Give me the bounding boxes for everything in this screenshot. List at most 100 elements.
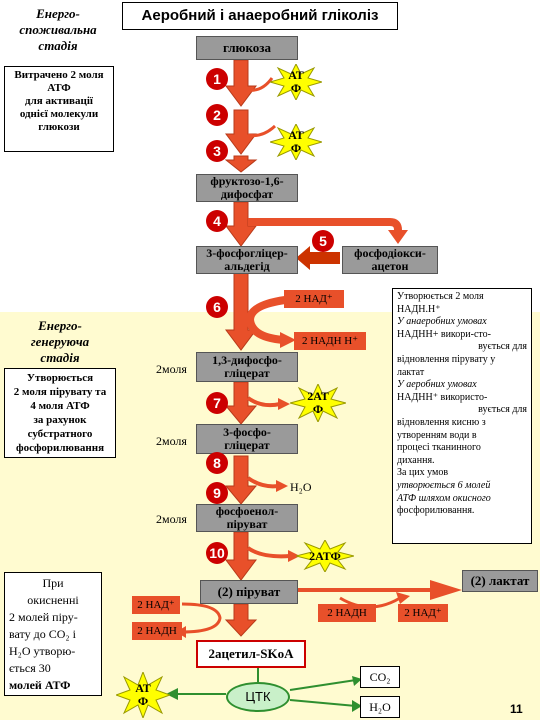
atp-spent-line: АТФ <box>47 82 71 94</box>
star-burst-icon <box>116 672 170 718</box>
note-line: лактат <box>397 366 425 378</box>
atp-spent-line: для активації <box>25 95 93 107</box>
page-title: Аеробний і анаеробний гліколіз <box>122 2 398 30</box>
arrow-step2 <box>225 109 257 155</box>
arrow-step10 <box>225 531 257 581</box>
oxidation-line: ється 30 <box>9 661 51 675</box>
atp-spent-line: однієї молекули <box>19 108 99 120</box>
h2o-box: H₂O <box>360 696 400 718</box>
pep-line: фосфоенол- <box>215 504 279 518</box>
oxidation-box: При окисненні 2 молей піру- вату до CO₂ … <box>4 572 102 696</box>
mole-label-2: 2моля <box>156 434 187 448</box>
fructose-box: фруктозо-1,6- дифосфат <box>196 174 298 202</box>
atp-star-10: 2АТФ <box>296 540 354 572</box>
step-3: 3 <box>206 140 228 162</box>
atp-text: Ф <box>290 81 302 95</box>
co2-box: CO₂ <box>360 666 400 688</box>
note-line: НАДНН⁺ використо- <box>397 391 488 403</box>
arrow-glucose <box>225 59 257 107</box>
glucose-box: глюкоза <box>196 36 298 60</box>
formed-line: 2 моля пірувату та <box>13 386 107 398</box>
formed-line: Утворюється <box>26 372 94 384</box>
pg3-box: 3-фосфо- гліцерат <box>196 424 298 454</box>
formed-line: за рахунок <box>33 414 87 426</box>
atp-spent-line: Витрачено 2 моля <box>14 69 104 81</box>
side-note-box: Утворюється 2 моля НАДН.Н⁺ У анаеробних … <box>392 288 532 544</box>
pep-box: фосфоенол- піруват <box>196 504 298 532</box>
step-10: 10 <box>206 542 228 564</box>
mole-label-1: 2моля <box>156 362 187 376</box>
step-4: 4 <box>206 210 228 232</box>
star-burst-icon <box>290 384 346 422</box>
step-5: 5 <box>312 230 334 252</box>
formed-line: субстратного <box>27 428 93 440</box>
note-line: У аеробних умовах <box>397 379 477 391</box>
formed-line: фосфорилювання <box>15 442 105 454</box>
arrow-step8 <box>224 455 258 505</box>
dhap-box: фосфодіокси- ацетон <box>342 246 438 274</box>
oxidation-line: 2 молей піру- <box>9 610 78 624</box>
note-line: утворенням води в <box>397 429 477 441</box>
arrow-step3 <box>224 155 258 173</box>
atp-text: Ф <box>290 141 302 155</box>
fructose-line: фруктозо-1,6- <box>210 174 284 188</box>
note-line: утворюється 6 молей <box>397 479 491 491</box>
acetyl-coa-box: 2ацетил-SKoA <box>196 640 306 668</box>
stage-consuming-label: Енерго-споживальна стадія <box>19 6 97 53</box>
fructose-line: дифосфат <box>220 187 274 201</box>
nadh-out-label: 2 НАДН Н⁺ <box>294 332 366 350</box>
arrow-step6 <box>225 271 257 351</box>
note-line: відновлення кисню з <box>397 416 486 428</box>
star-burst-icon <box>270 64 322 100</box>
dhap-line: фосфодіокси- <box>354 246 426 260</box>
atp-text: АТ <box>288 128 304 142</box>
note-line: НАДНН+ викори-сто- <box>397 328 491 340</box>
star-burst-icon <box>296 540 354 572</box>
step-8: 8 <box>206 452 228 474</box>
oxidation-line: При <box>42 576 64 590</box>
stage-generating-label: Енерго-генеруюча стадія <box>30 318 90 365</box>
lactate-box: (2) лактат <box>462 570 538 592</box>
arrow-step7 <box>224 381 258 425</box>
step-2: 2 <box>206 104 228 126</box>
oxidation-line: молей АТФ <box>9 678 71 692</box>
oxidation-line: окисненні <box>27 593 79 607</box>
bpg-box: 1,3-дифосфо- гліцерат <box>196 352 298 382</box>
oxidation-line: H₂O утворю- <box>9 644 76 658</box>
note-line: Утворюється 2 моля <box>397 291 484 302</box>
step-7: 7 <box>206 392 228 414</box>
note-line: За цих умов <box>397 467 449 479</box>
step-9: 9 <box>206 482 228 504</box>
note-line: вується для <box>478 341 527 353</box>
page-number: 11 <box>510 702 523 716</box>
bpg-line: 1,3-дифосфо- <box>212 353 282 367</box>
note-line: фосфорилювання. <box>397 505 475 517</box>
note-line: дихання. <box>397 454 435 466</box>
mole-label-3: 2моля <box>156 512 187 526</box>
atp-text: 2АТ <box>307 389 329 403</box>
g3p-line: 3-фосфогліцер- <box>206 246 288 260</box>
nad-left-label: 2 НАД⁺ <box>132 596 180 614</box>
g3p-box: 3-фосфогліцер- альдегід <box>196 246 298 274</box>
formed-line: 4 моля АТФ <box>30 400 90 412</box>
atp-text: АТ <box>135 681 151 695</box>
pg3-line: гліцерат <box>224 438 270 452</box>
pyruvate-box: (2) піруват <box>200 580 298 604</box>
bpg-line: гліцерат <box>224 366 270 380</box>
step-6: 6 <box>206 296 228 318</box>
atp-spent-box: Витрачено 2 моля АТФ для активації одніє… <box>4 66 114 152</box>
atp-text: АТ <box>288 68 304 82</box>
step-1: 1 <box>206 68 228 90</box>
tca-cycle: ЦТК <box>226 682 290 712</box>
note-line: НАДН.Н⁺ <box>397 303 441 315</box>
nadh-left-label: 2 НАДН <box>132 622 182 640</box>
pg3-line: 3-фосфо- <box>223 425 271 439</box>
note-line: відновлення пірувату у <box>397 353 496 365</box>
note-line: вується для <box>478 404 527 416</box>
g3p-line: альдегід <box>224 259 270 273</box>
